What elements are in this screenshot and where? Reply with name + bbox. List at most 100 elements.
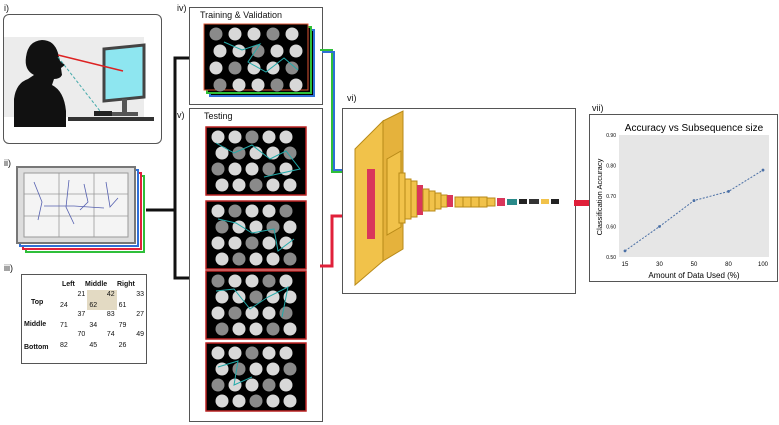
stimulus-circle xyxy=(209,27,223,41)
stimulus-circle xyxy=(279,236,293,250)
cnn-panel xyxy=(342,108,576,294)
x-tick-label: 50 xyxy=(691,262,698,268)
accuracy-data-point xyxy=(727,190,730,193)
stimulus-circle xyxy=(270,44,284,58)
stimulus-circle xyxy=(209,61,223,75)
stimulus-circle xyxy=(283,362,297,376)
gaze-line xyxy=(57,54,124,72)
desk xyxy=(68,117,154,121)
stimulus-circle xyxy=(249,220,263,234)
stimulus-circle xyxy=(228,204,242,218)
stimulus-circle xyxy=(266,290,280,304)
stimulus-circle xyxy=(215,322,229,336)
accuracy-data-point xyxy=(623,249,627,253)
gaze-plot-grid xyxy=(24,173,128,237)
gaze-plot-area xyxy=(23,172,129,238)
stimulus-circle xyxy=(232,394,246,408)
stimulus-circle xyxy=(289,44,303,58)
stimulus-circle xyxy=(232,290,246,304)
chart-title: Accuracy vs Subsequence size xyxy=(625,123,764,134)
stimulus-circle xyxy=(279,162,293,176)
stimulus-circle xyxy=(283,322,297,336)
eye-tracking-illustration xyxy=(4,37,154,127)
stimulus-circle xyxy=(283,394,297,408)
stimulus-circle xyxy=(245,274,259,288)
stimulus-circle xyxy=(245,130,259,144)
stimulus-circle xyxy=(247,61,261,75)
stimulus-circle xyxy=(215,178,229,192)
stimulus-circle xyxy=(211,204,225,218)
tracker-beam xyxy=(57,56,101,112)
stimulus-circle xyxy=(228,61,242,75)
person-silhouette-icon xyxy=(14,40,66,127)
stimulus-circle xyxy=(251,78,265,92)
y-tick-label: 0.80 xyxy=(606,164,616,170)
stimulus-circle xyxy=(211,346,225,360)
stimulus-circle xyxy=(228,162,242,176)
stimulus-circle xyxy=(228,274,242,288)
row-header-middle: Middle xyxy=(24,321,47,328)
col-header-left: Left xyxy=(62,281,75,288)
stimulus-circle xyxy=(245,236,259,250)
stimulus-circle xyxy=(245,378,259,392)
stimulus-circle xyxy=(249,252,263,266)
gaze-plot-stack xyxy=(16,166,145,253)
stimulus-circle xyxy=(266,252,280,266)
stimulus-circle xyxy=(262,346,276,360)
stimulus-circle xyxy=(279,274,293,288)
label-i: i) xyxy=(4,3,9,13)
label-vii: vii) xyxy=(592,103,604,113)
label-iii: iii) xyxy=(4,263,13,273)
stimulus-circle xyxy=(266,220,280,234)
stimulus-circle xyxy=(232,78,246,92)
stimulus-circle xyxy=(211,162,225,176)
stimulus-circle xyxy=(228,306,242,320)
stimulus-circle xyxy=(283,220,297,234)
stimulus-circle xyxy=(245,306,259,320)
stimulus-circle xyxy=(262,236,276,250)
testing-panel: Testing xyxy=(189,108,323,422)
stimulus-circle xyxy=(285,27,299,41)
stimulus-circle xyxy=(228,130,242,144)
x-tick-label: 15 xyxy=(622,262,629,268)
training-image-stack xyxy=(203,23,315,97)
y-tick-label: 0.60 xyxy=(606,225,616,231)
y-axis-label: Classification Accuracy xyxy=(595,158,604,235)
row-header-bottom: Bottom xyxy=(24,344,49,351)
stimulus-circle xyxy=(232,220,246,234)
stimulus-circle xyxy=(215,220,229,234)
x-tick-label: 30 xyxy=(656,262,663,268)
monitor-icon xyxy=(102,43,146,103)
stimulus-circle xyxy=(213,78,227,92)
stimulus-circle xyxy=(211,236,225,250)
stimulus-circle xyxy=(211,130,225,144)
training-scanpath xyxy=(223,41,299,73)
stimulus-circle xyxy=(245,204,259,218)
stimulus-circle xyxy=(232,322,246,336)
stimulus-circle xyxy=(266,27,280,41)
training-validation-panel: Training & Validation xyxy=(189,7,323,105)
stimulus-circle xyxy=(283,146,297,160)
stimulus-circle xyxy=(262,204,276,218)
stimulus-circle xyxy=(228,346,242,360)
stimulus-circle xyxy=(215,394,229,408)
testing-image-3 xyxy=(205,270,307,340)
stimulus-circle xyxy=(262,306,276,320)
x-tick-label: 100 xyxy=(758,262,769,268)
eye-tracker-device xyxy=(94,111,112,116)
stimulus-circle xyxy=(245,346,259,360)
stimulus-circle xyxy=(270,78,284,92)
stimulus-circle xyxy=(228,236,242,250)
accuracy-data-point xyxy=(692,199,696,202)
stimulus-circle xyxy=(215,362,229,376)
testing-2-circle-grid xyxy=(211,204,297,266)
stimulus-circle xyxy=(211,378,225,392)
stimulus-circle xyxy=(289,78,303,92)
stimulus-circle xyxy=(285,61,299,75)
